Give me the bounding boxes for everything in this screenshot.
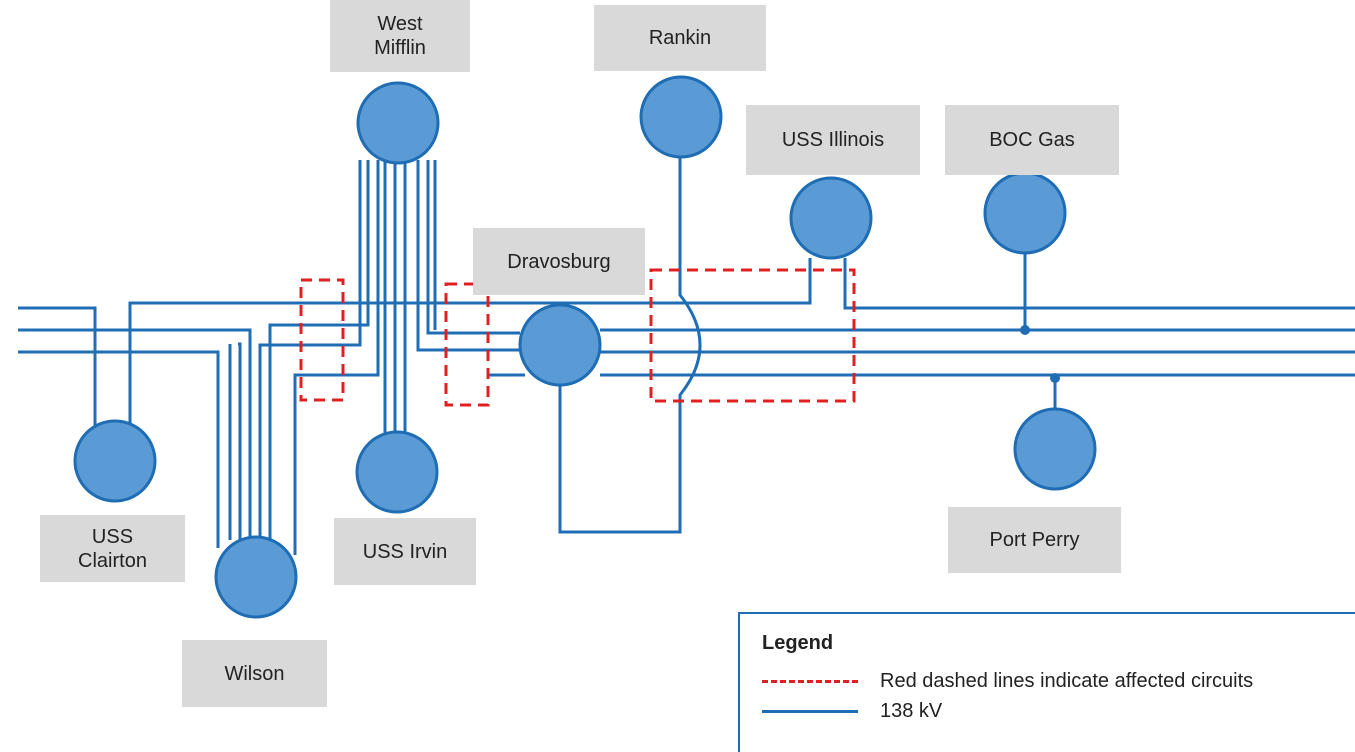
label-uss-illinois-text: USS Illinois — [781, 129, 885, 151]
circuit-line-4b — [293, 160, 380, 555]
legend-affected-label: Red dashed lines indicate affected circu… — [880, 669, 1254, 692]
legend-title: Legend — [762, 632, 834, 654]
label-west-mifflin-line-2: Mifflin — [374, 37, 426, 59]
legend-line-label: 138 kV — [880, 699, 943, 722]
circuit-line-1c — [843, 258, 1355, 310]
legend-solid-swatch — [762, 709, 858, 713]
substation-nodes — [73, 75, 1097, 619]
label-uss-clairton: USS Clairton — [40, 515, 185, 582]
label-uss-irvin-text: USS Irvin — [362, 540, 448, 563]
node-uss-clairton[interactable] — [73, 419, 157, 503]
node-rankin[interactable] — [639, 75, 723, 159]
node-boc-gas[interactable] — [983, 171, 1067, 255]
label-uss-clairton-line-1: USS — [91, 525, 134, 548]
node-uss-illinois[interactable] — [789, 176, 873, 260]
label-rankin: Rankin — [594, 5, 766, 71]
node-port-perry[interactable] — [1013, 407, 1097, 491]
label-west-mifflin: West Mifflin — [330, 0, 470, 72]
label-dravosburg: Dravosburg — [473, 228, 645, 295]
circuit-line-3c — [416, 160, 520, 352]
boc-gas-junction — [1020, 325, 1030, 335]
label-port-perry: Port Perry — [948, 507, 1121, 573]
affected-box-1 — [299, 278, 345, 402]
label-dravosburg-text: Dravosburg — [507, 250, 611, 273]
node-uss-irvin[interactable] — [355, 430, 439, 514]
transmission-lines — [18, 155, 1355, 555]
label-uss-clairton-line-2: Clairton — [78, 549, 147, 572]
label-boc-gas: BOC Gas — [945, 105, 1119, 175]
label-port-perry-text: Port Perry — [989, 529, 1080, 551]
node-wilson[interactable] — [214, 535, 298, 619]
label-west-mifflin-line-1: West — [377, 13, 423, 35]
label-wilson: Wilson — [182, 640, 327, 707]
label-rankin-text: Rankin — [648, 27, 712, 49]
circuit-line-1a — [18, 306, 97, 430]
circuit-line-3b — [258, 160, 362, 540]
label-wilson-text: Wilson — [224, 662, 285, 685]
label-uss-irvin: USS Irvin — [334, 518, 476, 585]
affected-circuit-markers — [299, 268, 856, 407]
affected-box-2 — [444, 282, 490, 407]
legend-dashed-swatch — [762, 679, 858, 683]
circuit-line-3a — [18, 350, 220, 548]
circuit-line-4d — [558, 155, 702, 534]
label-uss-illinois: USS Illinois — [746, 105, 920, 175]
port-perry-junction — [1050, 373, 1060, 383]
tap-junctions — [1020, 325, 1060, 383]
node-west-mifflin[interactable] — [356, 81, 440, 165]
circuit-line-4a — [238, 342, 242, 540]
circuit-line-2b — [268, 160, 370, 540]
transmission-diagram — [18, 75, 1355, 619]
circuit-line-1b — [128, 258, 812, 430]
legend-line-row: 138 kV — [762, 698, 942, 724]
label-boc-gas-text: BOC Gas — [989, 129, 1075, 151]
legend: Legend Red dashed lines indicate affecte… — [738, 612, 1355, 752]
legend-affected-row: Red dashed lines indicate affected circu… — [762, 668, 1253, 694]
circuit-line-2a — [18, 328, 252, 540]
affected-box-3 — [649, 268, 856, 403]
node-dravosburg[interactable] — [518, 303, 602, 387]
